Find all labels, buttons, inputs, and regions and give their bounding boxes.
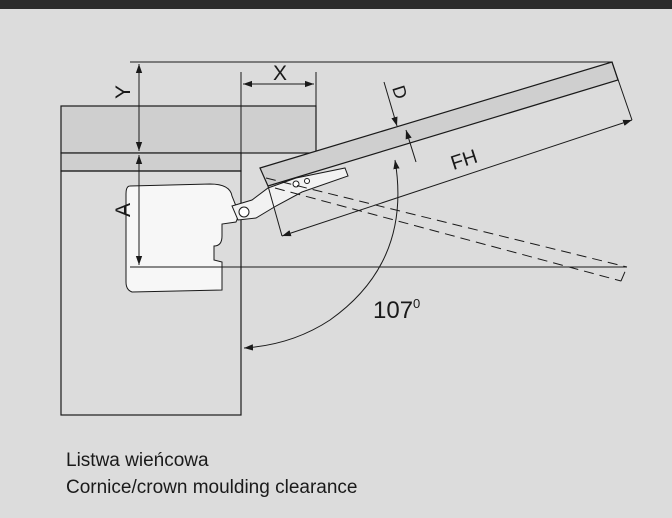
cabinet-side: [60, 170, 242, 416]
cornice-moulding: [60, 105, 317, 154]
fh-label: FH: [448, 146, 480, 175]
d-label: D: [388, 83, 411, 102]
a-label: A: [112, 203, 135, 217]
door-dashed-position: [265, 177, 628, 282]
cabinet-top-panel: [60, 152, 242, 172]
y-label: Y: [112, 85, 135, 99]
x-label: X: [273, 62, 287, 85]
d-dimension-arrow-bottom: [405, 129, 417, 163]
opening-angle-arc: [243, 159, 400, 351]
hinge-body: [125, 183, 239, 293]
angle-label: 1070: [373, 296, 420, 324]
fh-extension-right: [611, 61, 633, 121]
hinge-pivot: [238, 206, 250, 218]
hinge-pin: [304, 178, 310, 184]
d-dimension-arrow-top: [383, 81, 398, 127]
angle-degree: 0: [413, 296, 420, 311]
cropped-header-strip: [0, 0, 672, 9]
caption-polish: Listwa wieńcowa: [66, 450, 209, 471]
caption: Listwa wieńcowa Cornice/crown moulding c…: [66, 447, 357, 501]
caption-english: Cornice/crown moulding clearance: [66, 477, 358, 498]
angle-value: 107: [373, 297, 413, 324]
